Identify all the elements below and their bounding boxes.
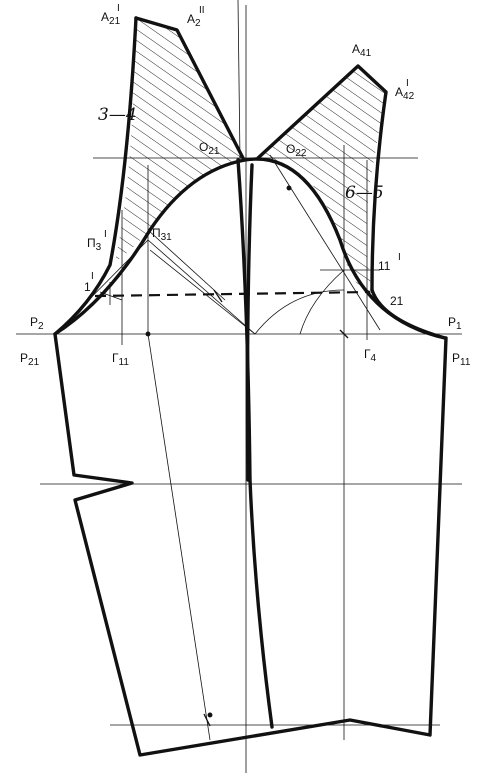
label-p1: P1 <box>448 315 462 332</box>
label-o22: O22 <box>286 142 307 159</box>
label-p31: П31 <box>152 226 172 243</box>
label-p21: P21 <box>20 351 40 368</box>
label-a42-sup: I <box>406 78 409 89</box>
right-hatched-insert <box>258 66 400 322</box>
label-1-sup: I <box>91 271 94 282</box>
point-labels: A21 I A2 II A41 A42 I O21 O22 П3 I П31 1… <box>20 3 471 368</box>
label-6-5: 6—5 <box>345 183 384 203</box>
label-a21-sup: I <box>117 3 120 14</box>
label-11: 11 <box>378 259 391 273</box>
label-p3: П3 <box>87 236 102 253</box>
label-g11: Г11 <box>112 351 129 368</box>
label-1: 1 <box>84 280 91 294</box>
construction-lines <box>16 0 462 773</box>
label-a2-sup: II <box>199 5 205 16</box>
label-11-sup: I <box>398 252 401 263</box>
label-3-4: 3—4 <box>98 105 137 125</box>
dashed-guide-line <box>94 290 371 298</box>
left-hatched-insert <box>115 18 245 262</box>
label-p3-sup: I <box>104 229 107 240</box>
heavy-outlines <box>53 16 448 757</box>
label-p2: P2 <box>30 315 44 332</box>
label-a21: A21 <box>101 10 121 27</box>
label-p11: P11 <box>452 351 471 368</box>
label-a41: A41 <box>352 42 372 59</box>
label-a42: A42 <box>395 85 415 102</box>
label-21: 21 <box>390 294 404 308</box>
ticks <box>145 185 349 727</box>
label-a2: A2 <box>187 12 201 29</box>
label-o21: O21 <box>199 140 220 157</box>
label-g4: Г4 <box>364 347 377 364</box>
